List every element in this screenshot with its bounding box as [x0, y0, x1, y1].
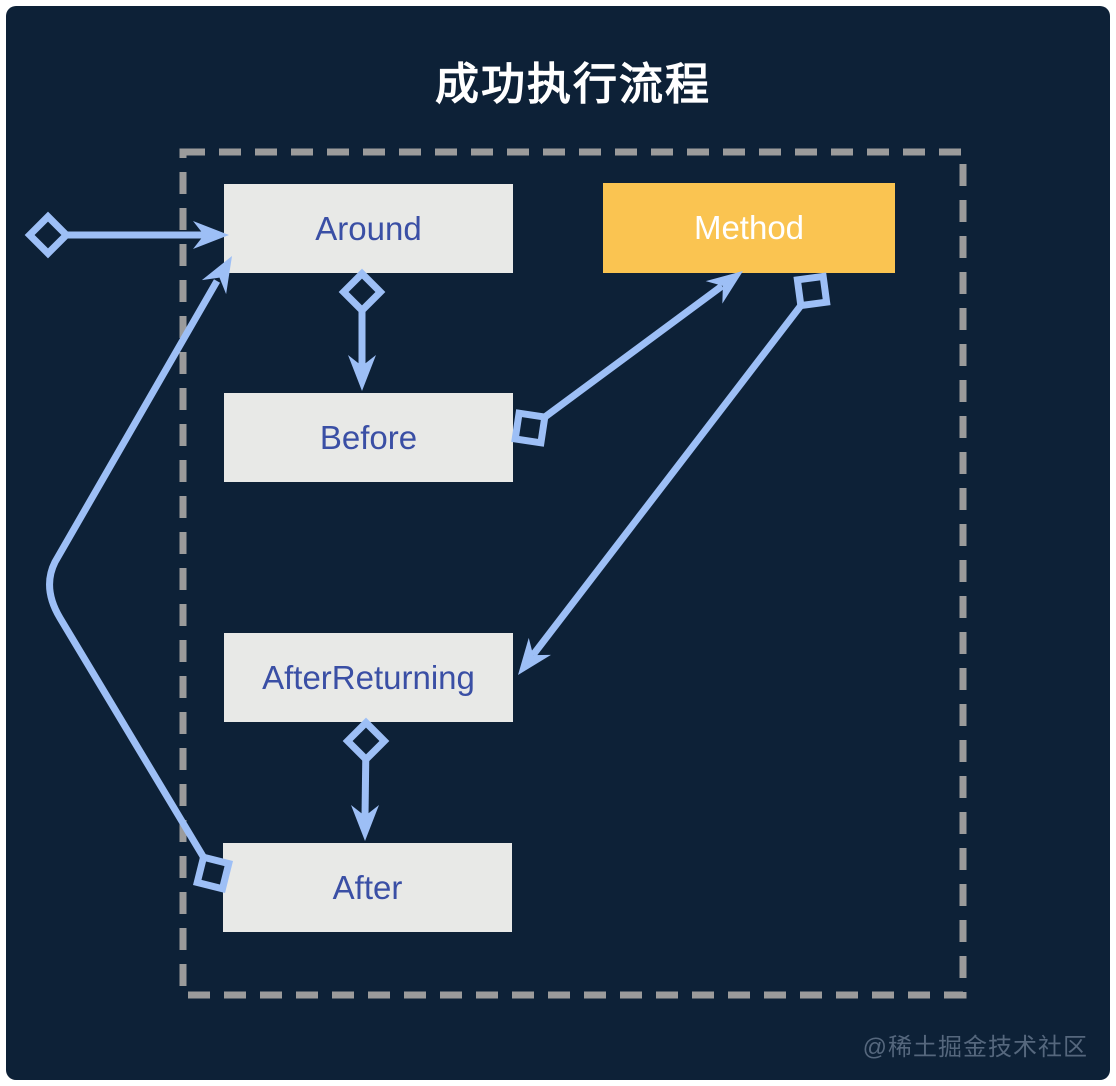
node-after: After — [223, 843, 512, 932]
node-method-label: Method — [693, 209, 805, 246]
diagram-title: 成功执行流程 — [435, 60, 711, 109]
node-after-label: After — [332, 868, 403, 906]
node-after-returning: AfterReturning — [224, 633, 513, 722]
diagram-canvas — [6, 6, 1110, 1080]
node-around: Around — [224, 184, 513, 273]
watermark: @稀土掘金技术社区 — [862, 1034, 1088, 1061]
node-around-label: Around — [315, 209, 422, 247]
node-before-label: Before — [319, 418, 418, 456]
node-after-returning-label: AfterReturning — [262, 658, 475, 696]
node-before: Before — [224, 393, 513, 482]
node-method: Method — [603, 183, 895, 273]
